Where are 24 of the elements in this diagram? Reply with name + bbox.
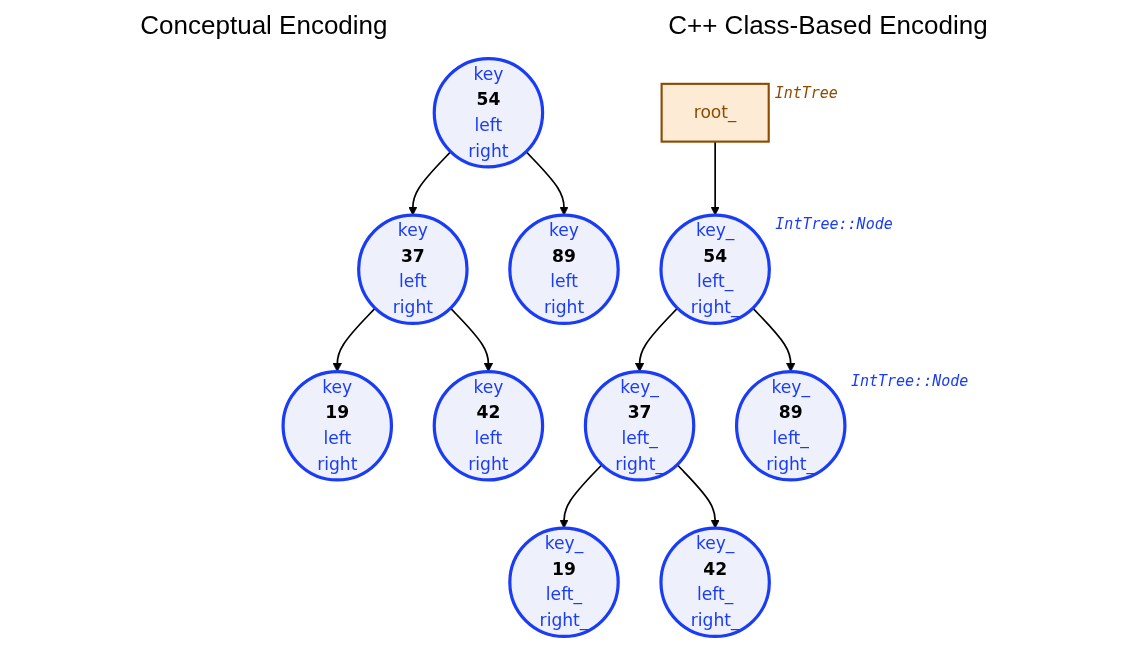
arrow bbox=[751, 307, 796, 372]
arrow bbox=[408, 150, 452, 216]
node-circle: key 89 left right bbox=[508, 213, 620, 326]
panel-heading: C++ Class-Based Encoding bbox=[668, 9, 988, 41]
node-circle: key_ 19 left_ right_ bbox=[508, 526, 620, 639]
node-circle: key_ 37 left_ right_ bbox=[583, 369, 696, 482]
node-circle: key 37 left right bbox=[357, 213, 469, 326]
arrow bbox=[332, 307, 377, 372]
arrow bbox=[525, 150, 569, 216]
node-circle: key 19 left right bbox=[281, 369, 394, 482]
class-name-label: IntTree::Node bbox=[850, 371, 969, 390]
class-name-label: IntTree::Node bbox=[775, 215, 893, 234]
arrow bbox=[634, 307, 679, 372]
class-name-label: IntTree bbox=[774, 83, 838, 102]
panel-heading: Conceptual Encoding bbox=[140, 9, 388, 41]
node-circle: key_ 54 left_ right_ bbox=[659, 213, 771, 326]
node-circle: key 54 left right bbox=[432, 56, 545, 169]
arrow bbox=[676, 463, 720, 529]
node-circle: key_ 42 left_ right_ bbox=[659, 526, 771, 639]
node-box: root_ bbox=[660, 82, 770, 143]
node-circle: key_ 89 left_ right_ bbox=[734, 369, 847, 482]
arrow bbox=[449, 307, 494, 372]
arrow bbox=[559, 463, 603, 529]
node-circle: key 42 left right bbox=[432, 369, 545, 482]
